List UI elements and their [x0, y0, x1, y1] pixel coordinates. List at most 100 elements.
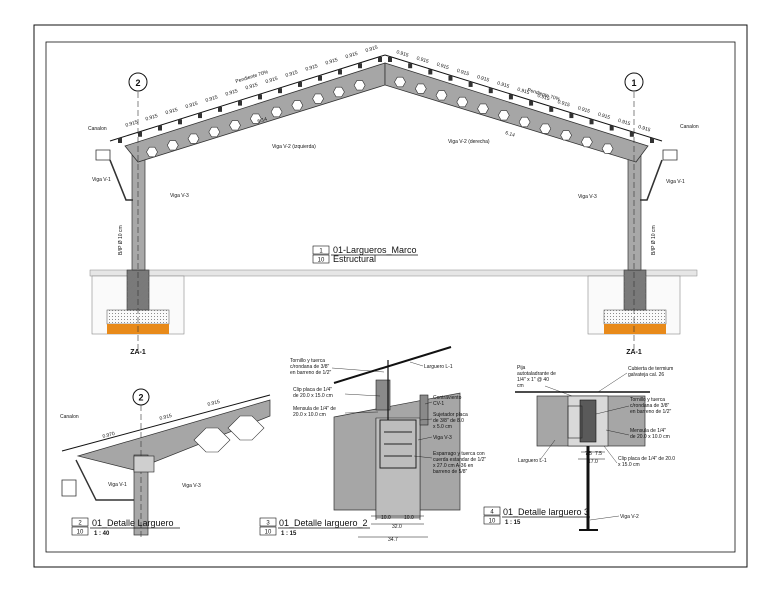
spacing-label: 0.915 [456, 68, 470, 77]
spacing-label: 0.915 [225, 88, 239, 97]
detail-3-note-tor-2: c/rondana de 3/8" [630, 403, 670, 409]
spacing-label: 0.915 [185, 101, 199, 110]
beam-opening [435, 90, 448, 101]
detail-3-note-pija-3: 1/4" x 1" @ 40 [517, 377, 549, 383]
detail-3-title: 01_Detalle larguero 3 [503, 507, 589, 517]
detail-3-note-pija-4: cm [517, 383, 524, 389]
detail-1-grid: 2 [138, 393, 143, 403]
detail-3-note-men-1: Mensula de 1/4" [630, 428, 666, 434]
detail-2-note-suj-2: de 3/8" de 8.0 [433, 418, 464, 424]
beam-opening [146, 146, 158, 158]
main-subtitle: Estructural [333, 254, 376, 264]
purlin-mark [258, 94, 262, 100]
detail-1-drawing: 2 Canalon Viga V-1 Viga V-3 0.970 0.915 … [60, 388, 271, 540]
purlin-mark [338, 69, 342, 75]
main-title-block: 1 10 01-Largueros_Marco Estructural [312, 245, 418, 264]
detail-3-title-block: 4 10 01_Detalle larguero 3 1 : 15 [483, 506, 590, 526]
detail-3-dim-b: 7.5 [595, 451, 602, 457]
detail-3-note-men-2: de 20.0 x 10.0 cm [630, 434, 670, 440]
detail-1-spacing-b: 0.915 [207, 399, 221, 408]
column-left [131, 149, 146, 271]
purlin-mark [468, 81, 473, 87]
detail-2-dim-a: 10.0 [381, 515, 391, 521]
spacing-label: 0.915 [476, 74, 490, 83]
detail-3-scale-box: 10 [489, 519, 496, 525]
detail-2-note-contra-2: CV-1 [433, 401, 444, 407]
detail-2-note-contra-1: Contraviento [433, 395, 462, 401]
footing-right-label: ZA-1 [626, 349, 642, 356]
detail-2-note-bolt-1: Tornillo y tuerca [290, 358, 325, 364]
purlin-mark [378, 57, 382, 62]
brace-right-label: Viga V-3 [578, 194, 597, 200]
spacing-label: 0.915 [537, 93, 551, 102]
beam-opening [166, 140, 179, 151]
detail-2-note-bolt-2: c/rondana de 3/8" [290, 364, 330, 370]
beam-v2-right [384, 62, 649, 163]
beam-opening [270, 106, 283, 118]
detail-2-note-esp-3: x 27.0 cm A-36 en [433, 463, 474, 469]
gutter-left [95, 149, 111, 161]
spacing-dimensions: 0.915 0.915 0.915 0.915 0.915 0.915 0.915 0.915… [125, 45, 651, 134]
detail-2-title: 01_Detalle larguero_2 [279, 518, 368, 528]
spacing-label: 0.915 [245, 82, 259, 91]
spacing-label: 0.915 [205, 94, 219, 103]
purlin-mark [158, 125, 162, 131]
detail-2-note-larguero: Larguero L-1 [424, 364, 453, 370]
detail-3-dim-c: 17.0 [588, 459, 598, 465]
detail-2-note-clip-1: Clip placa de 1/4" [293, 387, 332, 393]
detail-3-note-tor-1: Tornillo y tuerca [630, 397, 665, 403]
detail-3-note-viga: Viga V-2 [620, 514, 639, 520]
purlin-mark [298, 81, 302, 87]
detail-2-dim-c: 32.0 [392, 524, 402, 530]
beam-left-label: Viga V-2 (izquierda) [272, 144, 316, 150]
spacing-label: 0.915 [516, 87, 530, 96]
purlin-mark [629, 131, 634, 137]
detail-2-note-bolt-3: en barreno de 1/2" [290, 370, 331, 376]
beam-opening [333, 86, 345, 98]
brace-left-label: Viga V-3 [170, 193, 189, 199]
beam-opening [414, 83, 427, 94]
detail-2-note-mensula-1: Mensula de 1/4" de [293, 406, 336, 412]
detail-2-scale: 1 : 15 [281, 531, 297, 537]
span-left-label: 6.14 [257, 116, 268, 125]
grid-bubble-left [128, 72, 148, 92]
detail-1-canal: Canalon [60, 414, 79, 420]
detail-2-scale-box: 10 [265, 530, 272, 536]
purlin-mark [448, 75, 453, 81]
beam-openings [146, 76, 614, 158]
spacing-label: 0.915 [395, 49, 409, 58]
canal-right-label: Canalon [680, 124, 699, 130]
beam-opening [353, 80, 366, 91]
spacing-label: 0.915 [265, 76, 279, 85]
purlin-mark [589, 119, 594, 125]
ground-slab [89, 269, 698, 277]
span-right-label: 6.14 [504, 130, 515, 139]
col-beam-right-label: Viga V-1 [666, 179, 685, 185]
spacing-label: 0.915 [365, 45, 379, 54]
detail-3-note-pija-1: Pija [517, 365, 526, 371]
main-title: 01-Largueros_Marco [333, 245, 417, 255]
detail-1-v1: Viga V-1 [108, 482, 127, 488]
canal-left-label: Canalon [88, 126, 107, 132]
detail-2-dim-d: 34.7 [388, 537, 398, 543]
detail-2-note-suj-3: x 5.0 cm [433, 424, 452, 430]
spacing-label: 0.915 [125, 119, 139, 128]
spacing-label: 0.915 [637, 124, 651, 133]
purlin-mark [218, 106, 222, 112]
gutter-right [662, 149, 678, 161]
beam-opening [601, 143, 614, 154]
beam-opening [539, 123, 552, 134]
detail-1-sheet: 2 [78, 521, 82, 527]
beam-right-label: Viga V-2 (derecha) [448, 139, 490, 145]
beam-opening [291, 100, 304, 111]
detail-3-leaders [539, 372, 630, 521]
spacing-label: 0.915 [496, 80, 510, 89]
detail-3-dim-a: 7.5 [585, 451, 592, 457]
spacing-label: 0.915 [577, 105, 591, 114]
purlin-mark [118, 138, 122, 143]
grid-label-left: 2 [135, 78, 140, 88]
purlin-mark [650, 138, 654, 143]
footing-left-label: ZA-1 [130, 349, 146, 356]
purlin-mark [549, 106, 554, 112]
